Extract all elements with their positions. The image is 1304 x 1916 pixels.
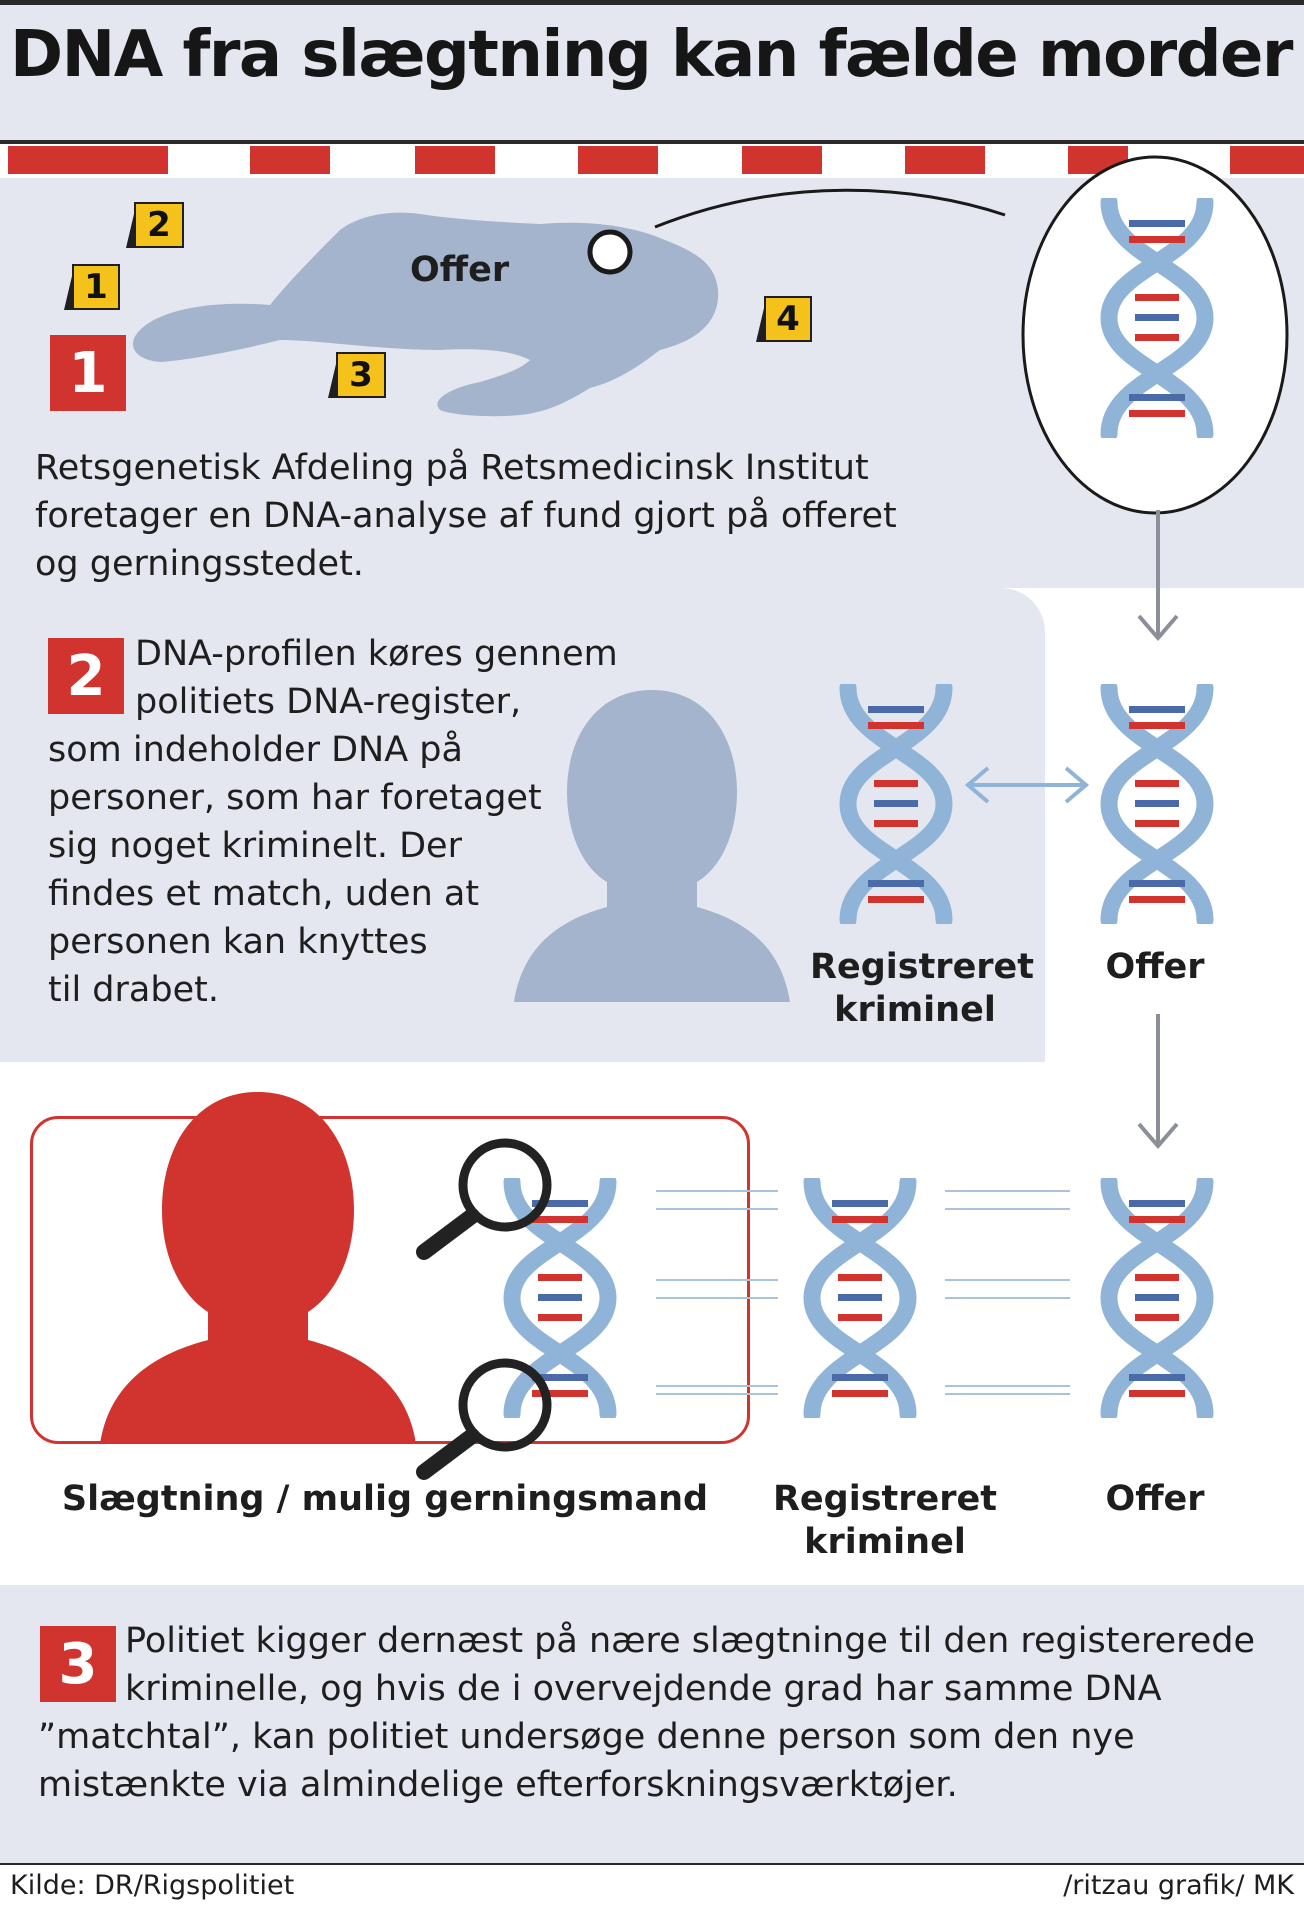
step3-panel xyxy=(0,1585,1304,1863)
person-silhouette-icon xyxy=(100,1092,416,1444)
match-lines xyxy=(656,1190,1070,1395)
victim-label: Offer xyxy=(410,250,510,290)
top-rule xyxy=(0,0,1304,5)
evidence-marker-icon: 1 xyxy=(64,264,120,310)
graphic-credit: /ritzau grafik/ MK xyxy=(1063,1870,1294,1901)
label-victim: Offer xyxy=(1105,1479,1205,1519)
source-credit: Kilde: DR/Rigspolitiet xyxy=(10,1870,295,1901)
arrow-down-icon xyxy=(1137,510,1179,642)
dna-helix-icon xyxy=(1097,198,1217,438)
step2-text-body: som indeholder DNA på personer, som har … xyxy=(48,730,542,1010)
dna-helix-icon xyxy=(1097,1178,1217,1418)
evidence-marker-number: 4 xyxy=(776,299,800,339)
step1-badge: 1 xyxy=(50,335,126,411)
label-registered-criminal: Registreret kriminel xyxy=(772,1479,998,1562)
evidence-marker-number: 2 xyxy=(147,205,171,245)
step3-text-top: Politiet kigger dernæst på nære slægtnin… xyxy=(125,1621,1256,1709)
dna-helix-icon xyxy=(1097,684,1217,924)
victim-body-silhouette xyxy=(132,212,719,417)
evidence-marker-number: 3 xyxy=(349,355,373,395)
step2-text-top: DNA-profilen køres gennem politiets DNA-… xyxy=(135,634,618,722)
arrow-down-icon xyxy=(1137,1014,1179,1150)
step3-text-body: ”matchtal”, kan politiet undersøge denne… xyxy=(38,1717,1135,1805)
label-victim: Offer xyxy=(1105,947,1205,987)
label-relative-possible-perpetrator: Slægtning / mulig gerningsmand xyxy=(61,1479,709,1519)
evidence-marker-icon: 2 xyxy=(126,202,184,248)
footer-rule xyxy=(0,1863,1304,1865)
person-silhouette-icon xyxy=(514,690,790,1002)
page-title: DNA fra slægtning kan fælde morder xyxy=(10,18,1293,92)
magnifier-icon xyxy=(416,1138,552,1260)
step2-badge: 2 xyxy=(48,638,124,714)
dna-helix-icon xyxy=(836,684,956,924)
double-arrow-icon xyxy=(964,766,1090,804)
header-background xyxy=(0,5,1304,140)
evidence-marker-icon: 3 xyxy=(328,352,386,398)
evidence-marker-number: 1 xyxy=(84,267,108,307)
crime-scene-tape xyxy=(0,140,1304,178)
step3-badge: 3 xyxy=(40,1626,116,1702)
evidence-marker-icon: 4 xyxy=(756,296,812,342)
step1-text: Retsgenetisk Afdeling på Retsmedicinsk I… xyxy=(35,448,897,584)
label-registered-criminal: Registreret kriminel xyxy=(810,947,1035,1030)
magnifier-icon xyxy=(416,1358,552,1480)
